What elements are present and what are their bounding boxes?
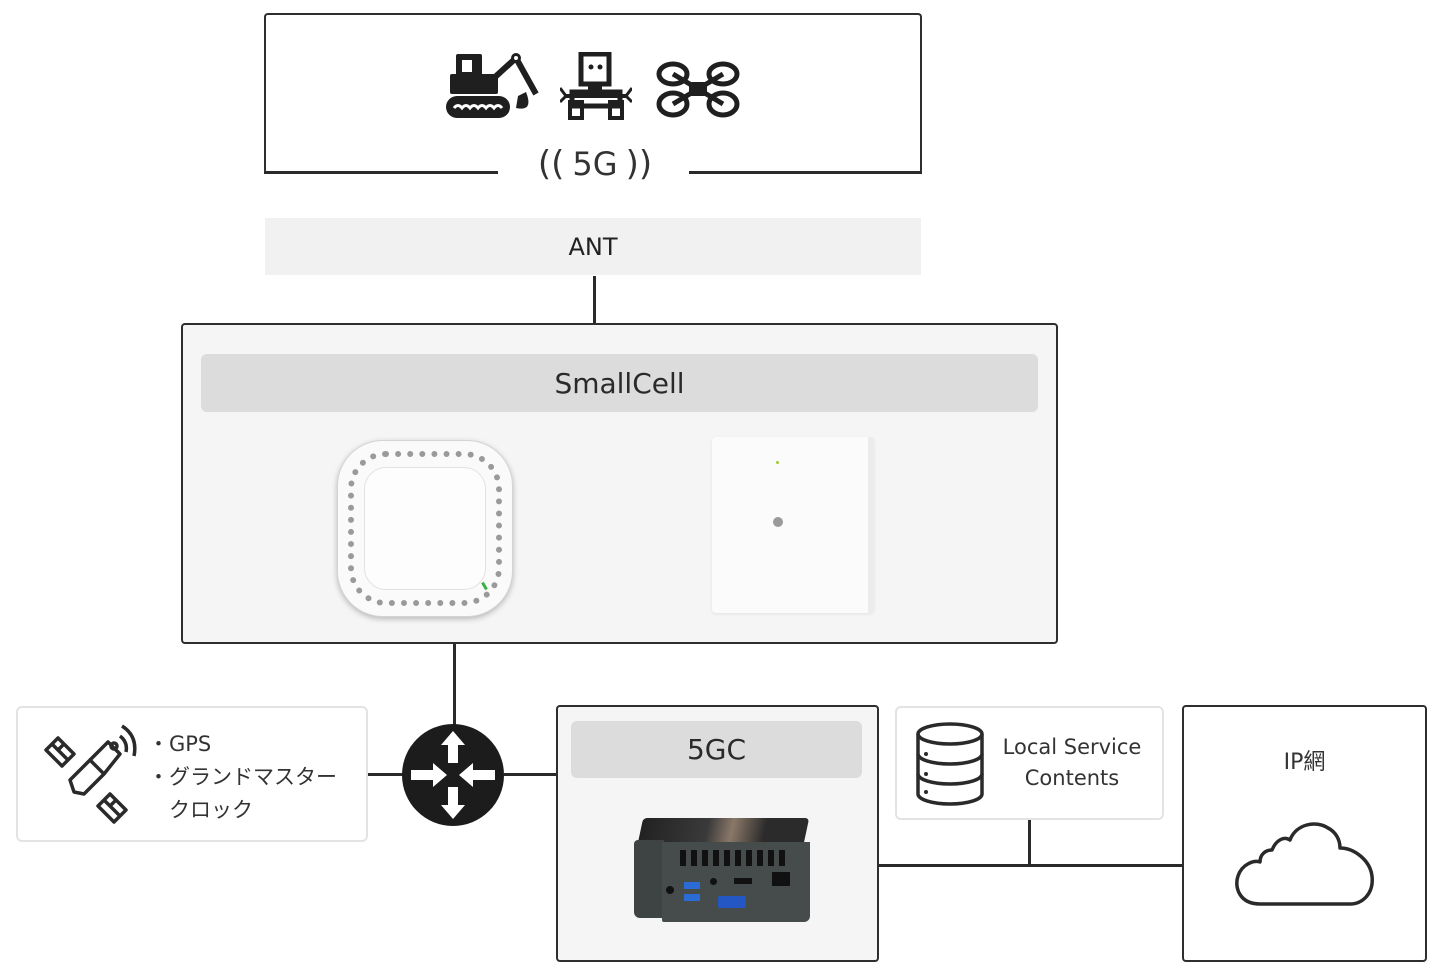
device-vent-pattern	[348, 451, 502, 606]
gps-to-router-line	[368, 773, 404, 776]
5g-signal: (( 5G ))	[520, 140, 670, 188]
5gc-to-ip-line	[879, 864, 1183, 867]
ceiling-smallcell-device	[337, 440, 513, 617]
5g-label: 5G	[572, 145, 618, 183]
smallcell-title: SmallCell	[554, 366, 685, 400]
satellite-icon	[44, 724, 137, 824]
gps-item: ・グランドマスター	[148, 765, 337, 789]
database-icon	[916, 722, 984, 806]
local-service-line2: Contents	[1024, 766, 1120, 790]
usb-port	[684, 894, 700, 901]
mini-pc-side	[634, 840, 664, 918]
audio-jack	[710, 878, 717, 885]
local-service-line1: Local Service	[1002, 735, 1142, 759]
vga-port	[718, 896, 746, 908]
local-service-text: Local Service Contents	[990, 732, 1154, 794]
status-led	[776, 461, 779, 464]
antenna-label: ANT	[568, 232, 618, 261]
smallcell-to-router-line	[453, 644, 456, 728]
excavator-icon	[446, 53, 539, 118]
ip-network-title: IP網	[1283, 750, 1326, 775]
device-top-panel	[364, 467, 486, 590]
gps-item: クロック	[148, 798, 253, 822]
vent-slots	[680, 850, 790, 866]
antenna-bar: ANT	[265, 218, 921, 275]
usb-port	[684, 882, 700, 889]
gps-text: ・GPS ・グランドマスター クロック	[148, 728, 337, 827]
brand-logo	[773, 517, 783, 527]
power-jack	[666, 886, 674, 894]
local-service-drop-line	[1028, 820, 1031, 865]
antenna-to-smallcell-line	[593, 276, 596, 326]
smallcell-header: SmallCell	[201, 354, 1038, 412]
router-icon	[402, 724, 504, 826]
devices-box-bottom-left	[264, 171, 498, 174]
hdmi-port	[734, 878, 752, 884]
cloud-icon	[1235, 822, 1374, 906]
mini-pc-front	[662, 842, 810, 922]
signal-waves-right-icon: ))	[625, 144, 653, 184]
drone-icon	[656, 61, 740, 118]
mini-pc-server	[634, 818, 814, 926]
ethernet-port	[772, 872, 790, 886]
devices-box-bottom-right	[689, 171, 922, 174]
gps-item: ・GPS	[148, 732, 212, 756]
router-to-5gc-line	[504, 773, 557, 776]
ip-network-box	[1182, 705, 1427, 962]
5gc-header: 5GC	[571, 721, 862, 778]
5gc-title: 5GC	[686, 733, 747, 766]
robot-icon	[560, 52, 632, 120]
devices-box	[264, 13, 922, 174]
signal-waves-left-icon: ((	[537, 144, 565, 184]
wall-smallcell-device	[712, 437, 874, 613]
